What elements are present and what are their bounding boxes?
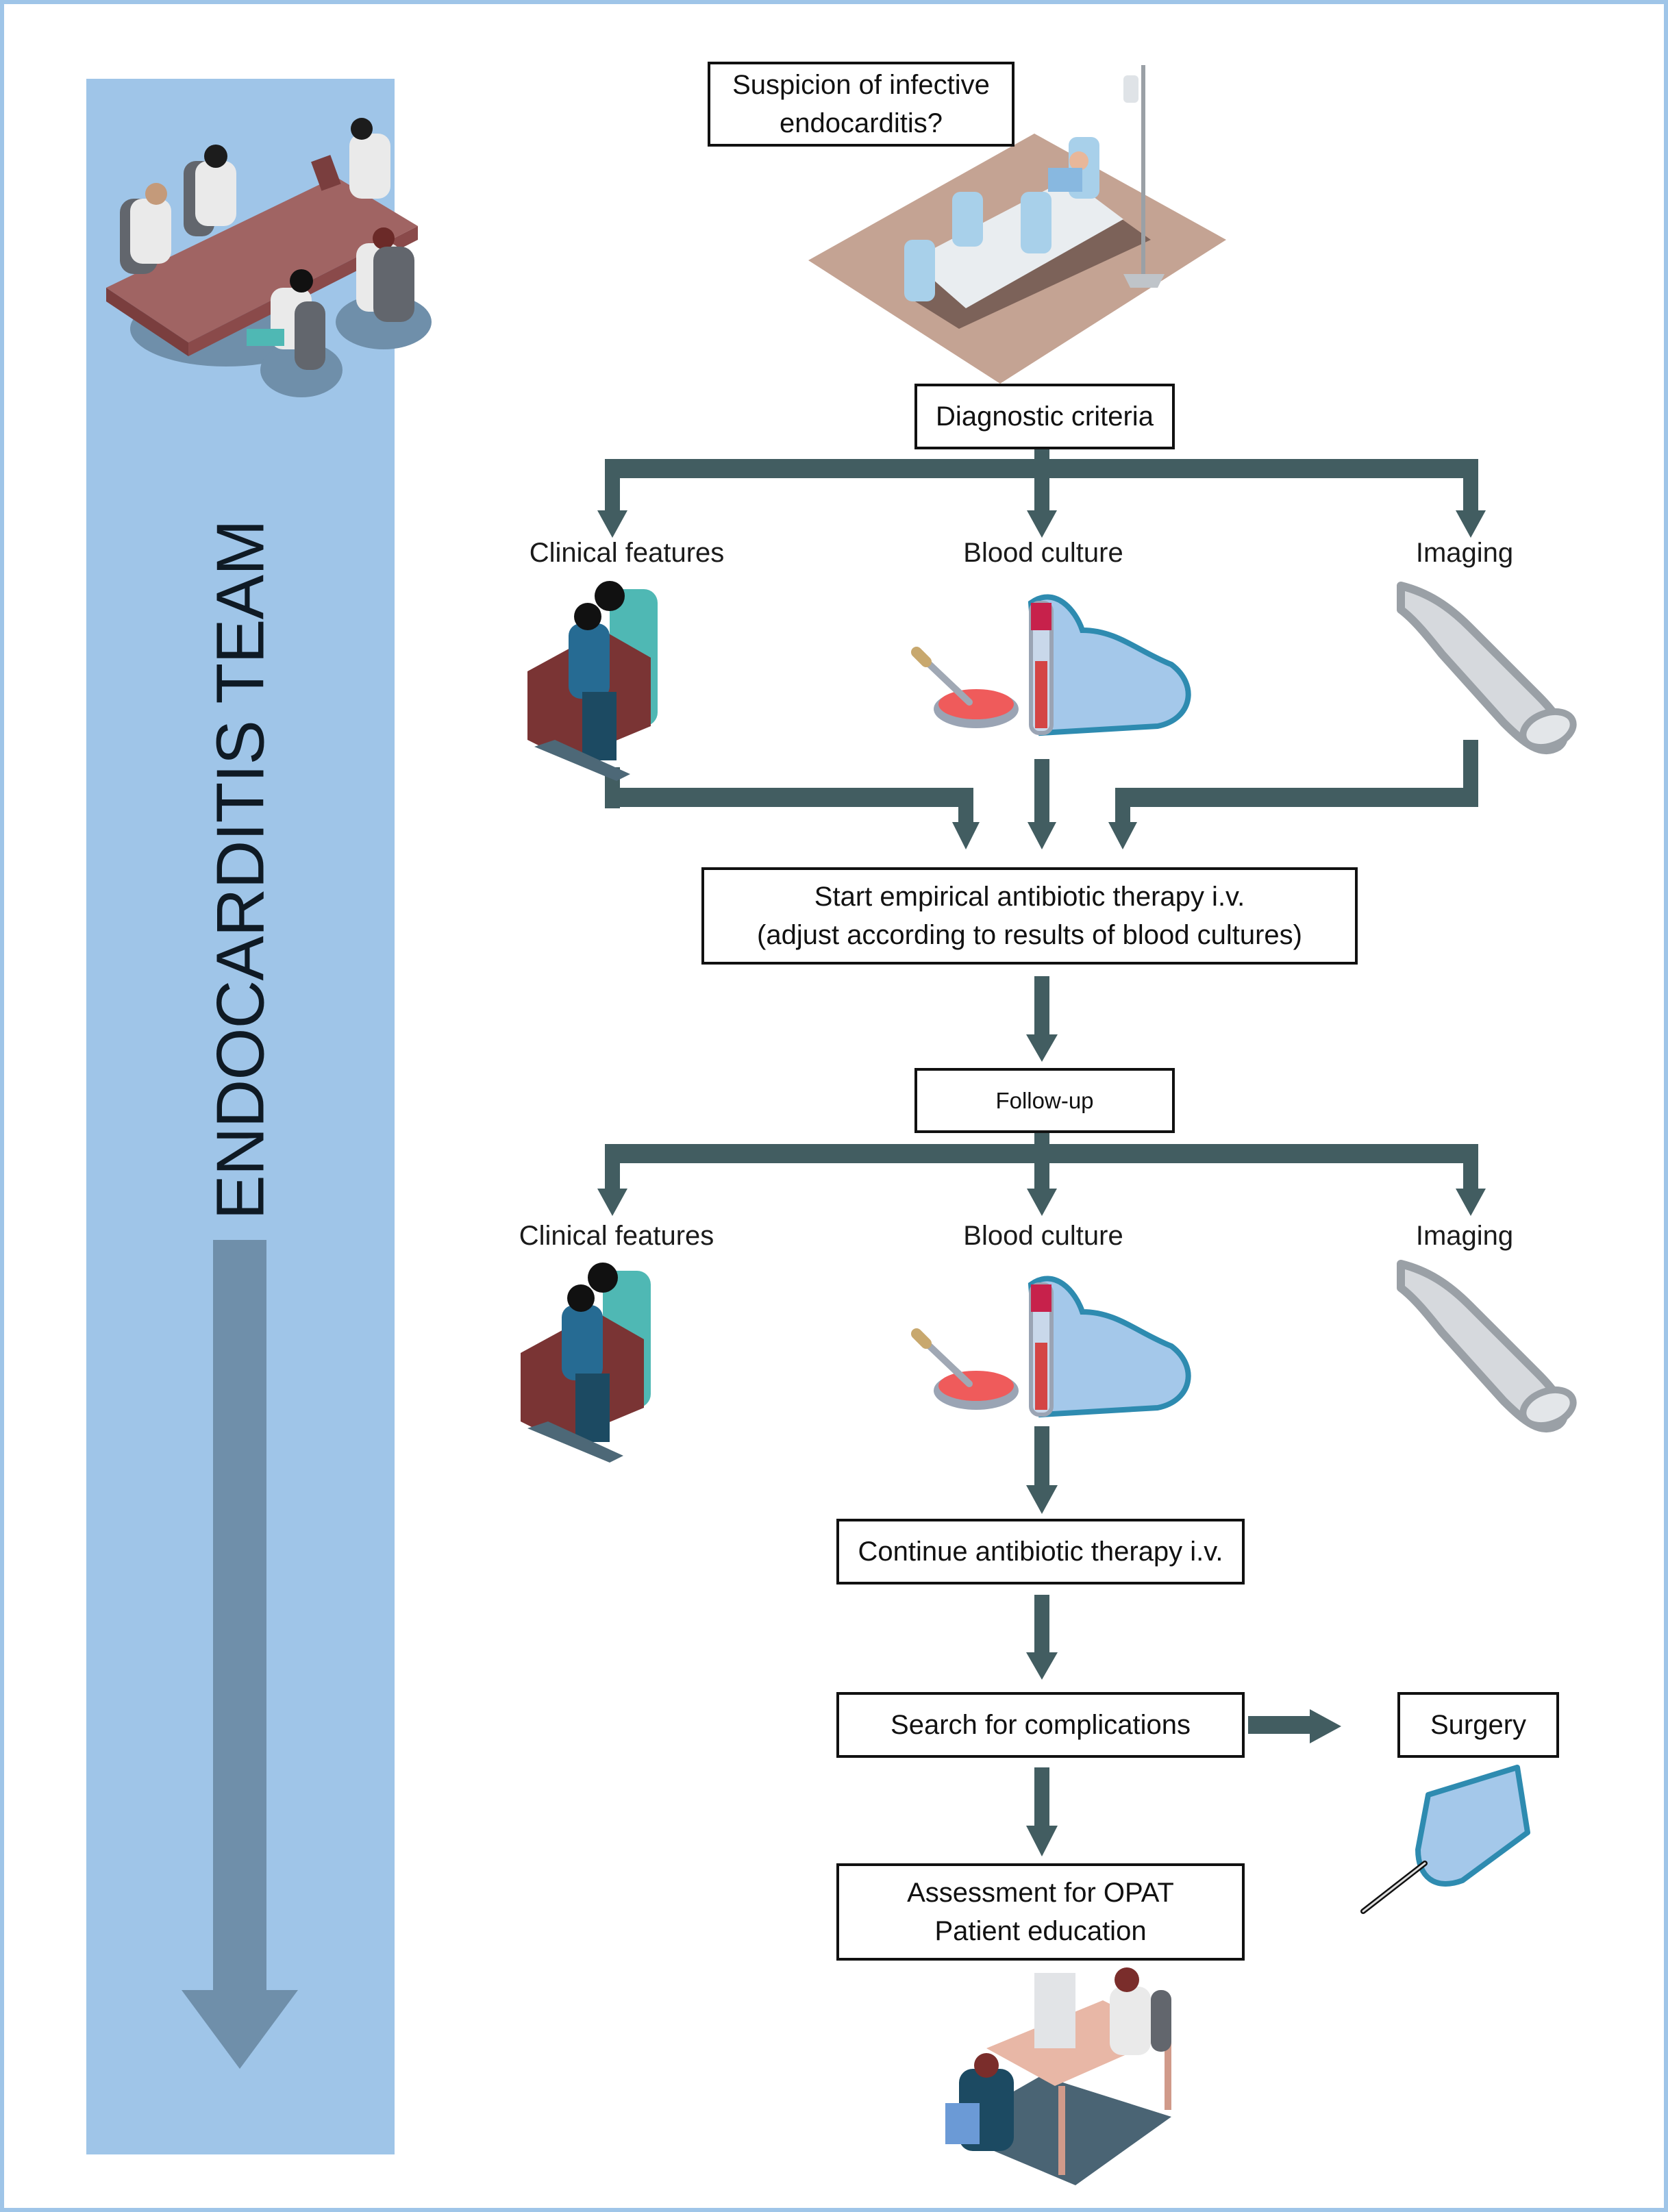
arrow-to-surgery	[1248, 1709, 1341, 1743]
consultation-icon	[945, 1967, 1171, 2185]
blood-culture-icon-2	[911, 1276, 1191, 1418]
merge-arrows-1	[605, 740, 1478, 849]
surgery-text: Surgery	[1430, 1710, 1527, 1740]
complications-box: Search for complications	[836, 1692, 1245, 1758]
branch1-clinical-label: Clinical features	[529, 538, 725, 568]
continue-therapy-text: Continue antibiotic therapy i.v.	[858, 1537, 1223, 1567]
team-meeting-icon	[106, 118, 432, 397]
diagnostic-branch-arrows	[597, 449, 1486, 538]
scalpel-hand-icon	[1360, 1765, 1530, 1914]
suspicion-text: Suspicion of infective endocarditis?	[732, 70, 990, 138]
arrow-to-continue	[1026, 1426, 1058, 1514]
empirical-therapy-line2: (adjust according to results of blood cu…	[757, 920, 1302, 950]
opat-box: Assessment for OPAT Patient education	[836, 1863, 1245, 1961]
branch1-imaging-label: Imaging	[1415, 538, 1514, 568]
branch1-blood-label: Blood culture	[963, 538, 1123, 568]
opat-line1: Assessment for OPAT	[907, 1878, 1174, 1908]
surgery-box: Surgery	[1397, 1692, 1559, 1758]
opat-line2: Patient education	[934, 1916, 1147, 1946]
branch2-clinical-label: Clinical features	[519, 1221, 714, 1251]
followup-branch-arrows	[597, 1130, 1486, 1216]
ultrasound-probe-icon-2	[1397, 1260, 1577, 1432]
followup-box: Follow-up	[914, 1068, 1175, 1133]
clinical-exam-icon-2	[521, 1263, 651, 1463]
blood-culture-icon	[911, 594, 1191, 736]
empirical-therapy-box: Start empirical antibiotic therapy i.v. …	[701, 867, 1358, 965]
team-timeline-arrow	[182, 1240, 298, 2069]
suspicion-box: Suspicion of infective endocarditis?	[708, 62, 1015, 147]
followup-text: Follow-up	[995, 1087, 1094, 1113]
arrow-to-complications	[1026, 1595, 1058, 1680]
branch2-blood-label: Blood culture	[963, 1221, 1123, 1251]
ultrasound-probe-icon	[1397, 582, 1577, 754]
arrow-to-followup	[1026, 976, 1058, 1062]
diagnostic-criteria-text: Diagnostic criteria	[936, 401, 1154, 432]
continue-therapy-box: Continue antibiotic therapy i.v.	[836, 1519, 1245, 1585]
branch2-imaging-label: Imaging	[1415, 1221, 1514, 1251]
complications-text: Search for complications	[891, 1710, 1191, 1740]
arrow-to-opat	[1026, 1767, 1058, 1856]
empirical-therapy-line1: Start empirical antibiotic therapy i.v.	[814, 882, 1245, 912]
diagnostic-criteria-box: Diagnostic criteria	[914, 384, 1175, 449]
hospital-bed-icon	[808, 65, 1226, 384]
clinical-exam-icon	[527, 581, 658, 781]
